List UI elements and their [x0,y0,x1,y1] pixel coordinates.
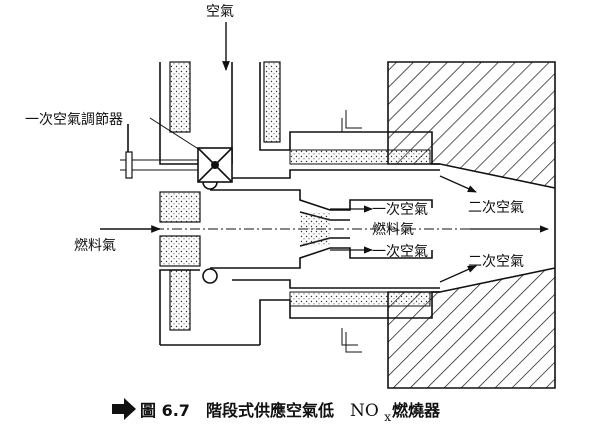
label-secondary-air-bottom: 二次空氣 [468,254,524,270]
fuel-nozzle [159,174,433,284]
label-fuel-gas-inlet: 燃料氣 [74,237,116,254]
label-fuel-gas-center: 燃料氣 [372,221,414,238]
primary-air-damper-box [120,124,233,183]
burner-housing-bottom [159,269,440,346]
damper-leader [149,117,201,151]
caption-figure-number: 圖 6.7 [140,401,190,420]
dimension-marks [341,110,362,353]
caption-nox-sub: x [384,410,391,424]
arrow-right-icon [112,398,136,420]
caption-title-prefix: 階段式供應空氣低 [206,401,334,420]
label-primary-air-top: 一次空氣 [372,202,428,218]
outlet-arrows [330,175,549,283]
label-secondary-air-top: 二次空氣 [468,200,524,216]
caption-title-suffix: 燃燒器 [392,401,441,420]
label-primary-air-bottom: 一次空氣 [372,244,428,260]
label-primary-air-damper: 一次空氣調節器 [25,111,123,128]
burner-housing-top [159,61,440,165]
secondary-air-channel [232,169,440,289]
caption-nox-main: NO [350,401,379,421]
label-air: 空氣 [206,4,234,20]
caption-nox: NO x [350,401,391,424]
figure-caption: 圖 6.7 階段式供應空氣低 NO x 燃燒器 [112,398,441,424]
